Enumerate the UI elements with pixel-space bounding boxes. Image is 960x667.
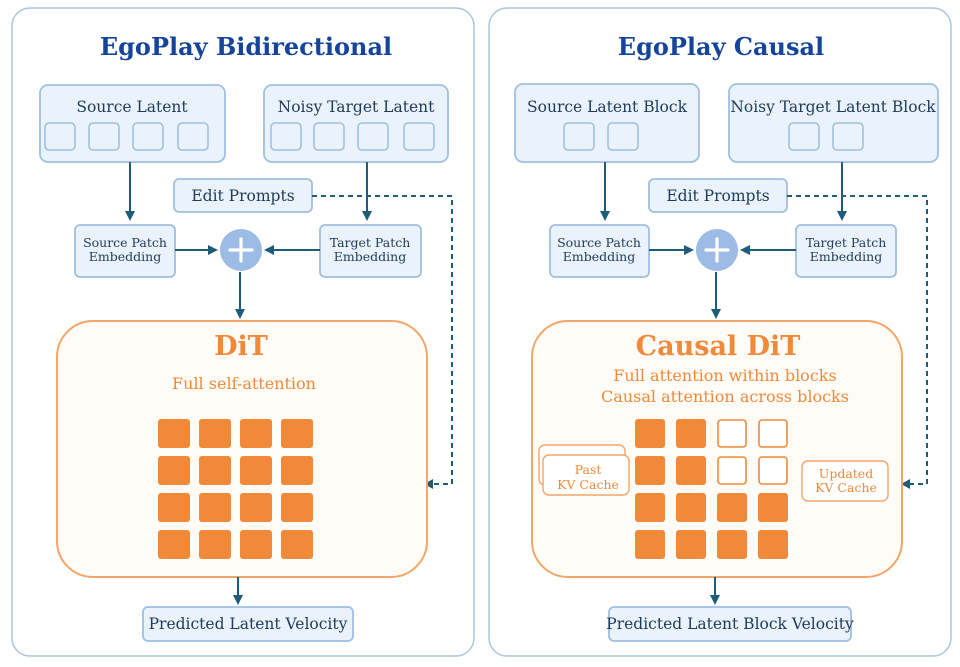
attention-cell <box>676 419 706 448</box>
masked-attention-cell <box>758 419 788 448</box>
target-patch-label: Target Patch <box>806 235 887 250</box>
dit-box <box>56 320 428 578</box>
attention-cell <box>635 530 665 559</box>
target-patch-label: Target Patch <box>330 235 411 250</box>
updated-kv-label-1: Updated <box>819 466 873 481</box>
attention-cell <box>240 493 272 522</box>
dit-subtitle: Full self-attention <box>172 374 316 393</box>
target-token <box>357 122 389 151</box>
edit-prompts-label: Edit Prompts <box>191 187 294 205</box>
output-box <box>608 606 852 642</box>
target-token <box>788 122 820 151</box>
attention-cell <box>676 530 706 559</box>
attention-cell <box>676 493 706 522</box>
attention-cell <box>281 493 313 522</box>
target-token <box>832 122 864 151</box>
noisy-target-latent-block-label: Noisy Target Latent Block <box>730 98 936 116</box>
dashed-arrow <box>787 195 928 485</box>
attention-cell <box>240 456 272 485</box>
attention-cell <box>758 530 788 559</box>
attention-cell <box>199 530 231 559</box>
attention-cell <box>158 456 190 485</box>
attention-grid-full <box>158 419 313 559</box>
bidirectional-panel: EgoPlay Bidirectional Source Latent Nois… <box>11 7 475 657</box>
output-label: Predicted Latent Velocity <box>149 615 348 633</box>
updated-kv-cache: Updated KV Cache <box>801 460 889 502</box>
target-token <box>270 122 302 151</box>
past-kv-cache: Past KV Cache <box>538 444 630 496</box>
attention-cell <box>199 493 231 522</box>
attention-cell <box>717 493 747 522</box>
causal-dit-subtitle-1: Full attention within blocks <box>613 366 836 385</box>
source-token <box>177 122 209 151</box>
noisy-target-latent-box <box>263 84 449 163</box>
source-patch-label: Source Patch <box>83 235 167 250</box>
attention-cell <box>199 419 231 448</box>
past-kv-label-2: KV Cache <box>557 477 619 492</box>
attention-cell <box>635 419 665 448</box>
attention-cell <box>758 493 788 522</box>
masked-attention-cell <box>717 456 747 485</box>
target-patch-label-2: Embedding <box>810 249 882 264</box>
noisy-target-latent-label: Noisy Target Latent <box>278 98 435 116</box>
dashed-arrow <box>312 195 453 485</box>
source-token <box>607 122 639 151</box>
attention-cell <box>158 530 190 559</box>
causal-panel: EgoPlay Causal Source Latent Block Noisy… <box>488 7 952 657</box>
source-patch-label-2: Embedding <box>89 249 161 264</box>
source-latent-block-label: Source Latent Block <box>527 98 688 116</box>
dit-title: DiT <box>214 331 268 362</box>
attention-cell <box>676 456 706 485</box>
source-patch-label: Source Patch <box>557 235 641 250</box>
attention-grid-causal <box>635 419 788 559</box>
output-label: Predicted Latent Block Velocity <box>606 615 854 633</box>
attention-cell <box>158 493 190 522</box>
causal-dit-subtitle-2: Causal attention across blocks <box>601 387 849 406</box>
output-box <box>142 606 354 642</box>
noisy-target-latent-block-box <box>728 83 939 163</box>
source-token <box>132 122 164 151</box>
masked-attention-cell <box>717 419 747 448</box>
attention-cell <box>717 530 747 559</box>
causal-dit-box <box>531 320 903 578</box>
attention-cell <box>281 456 313 485</box>
causal-dit-title: Causal DiT <box>636 331 801 362</box>
attention-cell <box>635 493 665 522</box>
target-token <box>403 122 435 151</box>
attention-cell <box>240 419 272 448</box>
attention-cell <box>240 530 272 559</box>
edit-prompts-label: Edit Prompts <box>666 187 769 205</box>
bidirectional-title: EgoPlay Bidirectional <box>100 32 392 61</box>
past-kv-label-1: Past <box>575 462 602 477</box>
source-patch-label-2: Embedding <box>563 249 635 264</box>
attention-cell <box>281 530 313 559</box>
source-latent-block-box <box>514 83 700 163</box>
target-token <box>313 122 345 151</box>
attention-cell <box>199 456 231 485</box>
source-token <box>88 122 120 151</box>
causal-title: EgoPlay Causal <box>618 32 824 61</box>
masked-attention-cell <box>758 456 788 485</box>
source-token <box>563 122 595 151</box>
source-token <box>44 122 76 151</box>
attention-cell <box>281 419 313 448</box>
source-latent-label: Source Latent <box>76 98 188 116</box>
attention-cell <box>158 419 190 448</box>
attention-cell <box>635 456 665 485</box>
updated-kv-label-2: KV Cache <box>815 480 877 495</box>
target-patch-label-2: Embedding <box>334 249 406 264</box>
